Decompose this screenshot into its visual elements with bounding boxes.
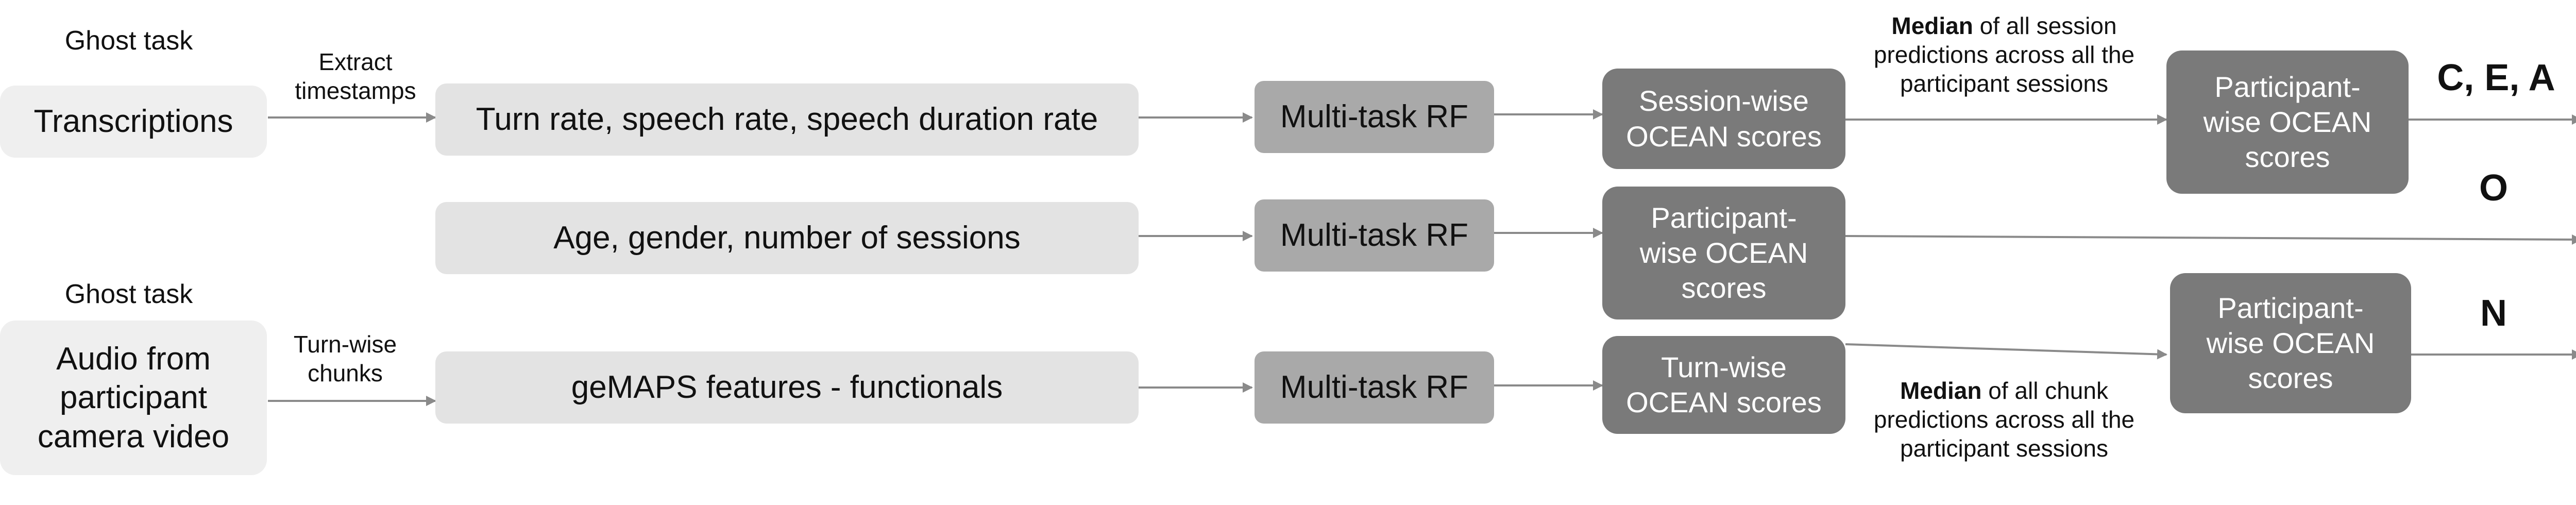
top-ghost-task-label: Ghost task	[64, 26, 193, 56]
bottom-participant-output-box: Participant-wise OCEAN scores	[2170, 273, 2411, 413]
bottom-aggregation-note: Median of all chunk predictions across a…	[1850, 376, 2159, 463]
middle-traits-label: O	[2479, 167, 2508, 209]
top-aggregation-line3: participant sessions	[1900, 70, 2108, 97]
bottom-features-box: geMAPS features - functionals	[435, 351, 1139, 424]
bottom-aggregation-line3: participant sessions	[1900, 435, 2108, 462]
bottom-aggregation-bold: Median	[1900, 377, 1982, 404]
bottom-aggregation-rest: of all chunk	[1981, 377, 2108, 404]
top-model-box: Multi-task RF	[1255, 81, 1494, 153]
bottom-features-label: geMAPS features - functionals	[571, 369, 1003, 406]
turn-wise-output-box: Turn-wise OCEAN scores	[1602, 336, 1845, 434]
session-wise-output-label: Session-wise OCEAN scores	[1626, 85, 1822, 153]
top-aggregation-note: Median of all session predictions across…	[1850, 11, 2159, 98]
bottom-participant-output-label: Participant-wise OCEAN scores	[2206, 291, 2375, 395]
top-features-label: Turn rate, speech rate, speech duration …	[476, 102, 1098, 138]
bottom-aggregation-line2: predictions across all the	[1873, 406, 2135, 433]
top-aggregation-bold: Median	[1891, 12, 1973, 39]
top-participant-output-label: Participant-wise OCEAN scores	[2203, 70, 2372, 174]
middle-features-box: Age, gender, number of sessions	[435, 202, 1139, 274]
middle-features-label: Age, gender, number of sessions	[553, 220, 1021, 256]
top-traits-label: C, E, A	[2437, 57, 2555, 98]
top-participant-output-box: Participant-wise OCEAN scores	[2166, 50, 2409, 194]
middle-model-label: Multi-task RF	[1280, 217, 1469, 254]
top-model-label: Multi-task RF	[1280, 99, 1469, 135]
extract-timestamps-label: Extract timestamps	[295, 48, 416, 105]
transcriptions-box: Transcriptions	[0, 86, 267, 158]
middle-participant-output-label: Participant-wise OCEAN scores	[1639, 201, 1808, 305]
turn-wise-output-label: Turn-wise OCEAN scores	[1626, 350, 1822, 418]
audio-source-label: Audio from participant camera video	[37, 341, 230, 454]
middle-model-box: Multi-task RF	[1255, 199, 1494, 272]
middle-participant-output-box: Participant-wise OCEAN scores	[1602, 187, 1845, 319]
arrow-turn-to-participant	[1845, 343, 2167, 360]
bottom-model-box: Multi-task RF	[1255, 351, 1494, 424]
arrow-mid-output-to-ocean	[1845, 234, 2576, 245]
top-aggregation-line2: predictions across all the	[1873, 41, 2135, 69]
bottom-ghost-task-label: Ghost task	[64, 279, 193, 309]
turn-wise-chunks-label: Turn-wise chunks	[293, 331, 397, 387]
top-features-box: Turn rate, speech rate, speech duration …	[435, 83, 1139, 156]
session-wise-output-box: Session-wise OCEAN scores	[1602, 69, 1845, 169]
transcriptions-label: Transcriptions	[33, 104, 233, 140]
bottom-model-label: Multi-task RF	[1280, 369, 1469, 406]
bottom-traits-label: N	[2480, 293, 2507, 334]
audio-source-box: Audio from participant camera video	[0, 321, 267, 475]
top-aggregation-rest: of all session	[1973, 12, 2117, 39]
